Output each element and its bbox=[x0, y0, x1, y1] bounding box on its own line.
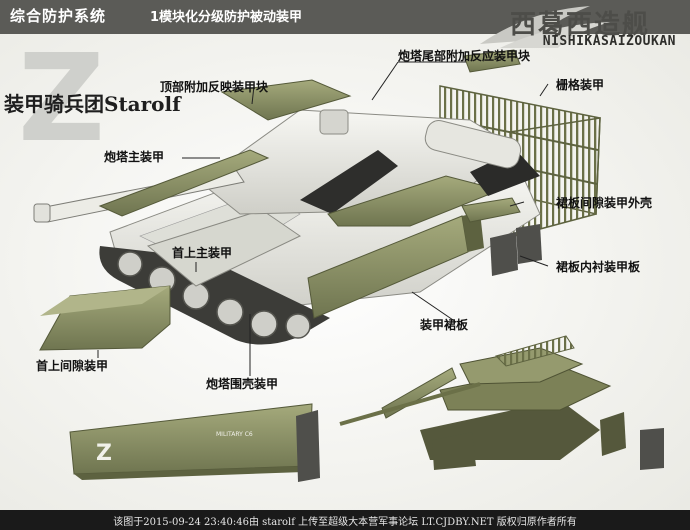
leader-lines bbox=[97, 61, 549, 376]
label-skirt-spaced-shell: 裙板间隙装甲外壳 bbox=[556, 196, 653, 210]
header-title: 综合防护系统 bbox=[10, 7, 107, 25]
label-slat-armor: 栅格装甲 bbox=[556, 78, 605, 92]
watermark-en-text: NISHIKASAIZOUKAN bbox=[542, 34, 676, 49]
watermark: 西葛西造舰 NISHIKASAIZOUKAN bbox=[440, 0, 690, 80]
header-subtitle: 1模块化分级防护被动装甲 bbox=[150, 10, 303, 25]
turret-main-armor bbox=[98, 149, 270, 217]
armor-skirt bbox=[307, 212, 484, 319]
brand-text: 装甲骑兵团Starolf bbox=[4, 92, 181, 116]
logo-z-letter: Z bbox=[18, 30, 105, 169]
footer-bar: 该图于2015-09-24 23:40:46由 starolf 上传至超级大本营… bbox=[0, 510, 690, 530]
skirt-liner-plates bbox=[490, 224, 542, 276]
header-bar: 综合防护系统 1模块化分级防护被动装甲 bbox=[0, 0, 690, 34]
watermark-cn-text: 西葛西造舰 bbox=[509, 10, 650, 40]
plate-marking-military-1: MILITARY C6 bbox=[216, 431, 253, 438]
skirt-spaced-shell bbox=[461, 197, 521, 223]
glacis-spaced-armor bbox=[39, 285, 171, 351]
label-turret-main-armor: 炮塔主装甲 bbox=[104, 150, 165, 164]
plate-marking-z: Z bbox=[96, 441, 112, 466]
label-skirt-liner: 裙板内衬装甲板 bbox=[556, 260, 641, 274]
label-armor-skirt: 装甲裙板 bbox=[420, 318, 469, 332]
label-turret-rear-era: 炮塔尾部附加反应装甲块 bbox=[398, 49, 531, 63]
watermark-wing-icon bbox=[480, 6, 610, 48]
label-glacis-main-armor: 首上主装甲 bbox=[172, 246, 233, 260]
label-turret-shell-armor: 炮塔围壳装甲 bbox=[206, 377, 279, 391]
detached-liner-plate bbox=[296, 410, 320, 482]
label-glacis-spaced-armor: 首上间隙装甲 bbox=[36, 359, 109, 373]
footer-text: 该图于2015-09-24 23:40:46由 starolf 上传至超级大本营… bbox=[113, 517, 577, 528]
mini-tank-view bbox=[339, 335, 664, 470]
label-top-era: 顶部附加反映装甲块 bbox=[160, 80, 269, 94]
detached-skirt-plate: Z MILITARY C6 bbox=[69, 403, 313, 480]
detached-rear-era bbox=[463, 49, 521, 73]
glacis-main-armor bbox=[146, 209, 301, 287]
